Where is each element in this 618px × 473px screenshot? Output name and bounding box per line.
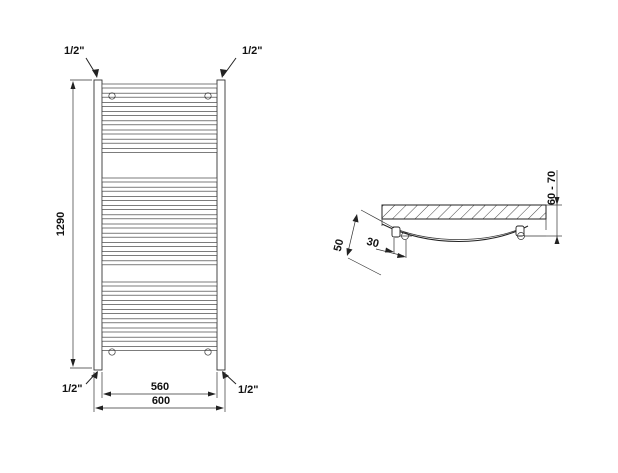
heating-bar xyxy=(101,83,218,89)
bracket-top-left xyxy=(108,92,116,100)
heating-bar xyxy=(101,232,218,238)
inner-width-dimension: 560 xyxy=(101,372,218,398)
heating-bar xyxy=(101,242,218,247)
left-rail xyxy=(93,79,103,371)
bracket-offset-dimension: 30 xyxy=(365,236,407,258)
heating-bar xyxy=(101,318,218,324)
label-connection-top-right: 1/2" xyxy=(242,45,263,57)
outer-width-dimension: 600 xyxy=(93,372,226,412)
heating-bars xyxy=(101,83,218,351)
heating-bar xyxy=(101,223,218,229)
wall-section xyxy=(381,204,547,220)
heating-bar xyxy=(101,260,218,266)
heating-bar xyxy=(101,336,218,342)
label-connection-top-left: 1/2" xyxy=(64,45,85,57)
heating-bar xyxy=(101,111,218,116)
label-connection-bottom-right: 1/2" xyxy=(238,384,259,396)
heating-bar xyxy=(101,346,218,351)
bracket-bottom-right xyxy=(204,348,212,356)
heating-bar xyxy=(101,196,218,201)
heating-bar xyxy=(101,327,218,333)
height-dimension: 1290 xyxy=(55,79,92,369)
bracket-height-dimension: 50 xyxy=(332,209,395,276)
right-rail xyxy=(216,79,226,371)
heating-bar xyxy=(101,290,218,296)
label-inner-width: 560 xyxy=(151,381,169,393)
connection-arrow-bottom-right xyxy=(222,371,237,385)
heating-bar xyxy=(101,102,218,107)
label-height: 1290 xyxy=(55,212,67,236)
connection-arrow-top-left xyxy=(85,57,99,78)
label-connection-bottom-left: 1/2" xyxy=(62,383,83,395)
front-view: 1/2" 1/2" 1/2" 1/2" 1290 560 xyxy=(55,45,263,412)
side-view: 60 - 70 50 30 xyxy=(332,170,562,276)
label-outer-width: 600 xyxy=(152,395,170,407)
heating-bar xyxy=(101,129,218,135)
heating-bar xyxy=(101,300,218,305)
heating-bar xyxy=(101,309,218,314)
heating-bar xyxy=(101,186,218,192)
heating-bar xyxy=(101,177,218,183)
bracket-top-right xyxy=(204,92,212,100)
connection-arrow-bottom-left xyxy=(85,371,98,385)
bracket-bottom-left xyxy=(108,348,116,356)
connection-arrow-top-right xyxy=(220,57,237,78)
side-bracket-right xyxy=(515,225,546,240)
heating-bar xyxy=(101,214,218,220)
heating-bar xyxy=(101,281,218,287)
label-bracket-height: 50 xyxy=(332,238,347,253)
heating-bar xyxy=(101,205,218,210)
label-bracket-offset: 30 xyxy=(365,236,380,251)
wall-distance-dimension: 60 - 70 xyxy=(546,170,562,244)
heating-bar xyxy=(101,148,218,153)
heating-bar xyxy=(101,120,218,126)
heating-bar xyxy=(101,251,218,256)
side-bracket-left xyxy=(391,226,412,240)
label-wall-distance: 60 - 70 xyxy=(546,171,558,205)
heating-bar xyxy=(101,138,218,144)
radiator-profile-inner xyxy=(395,228,521,240)
heating-bar xyxy=(101,92,218,98)
